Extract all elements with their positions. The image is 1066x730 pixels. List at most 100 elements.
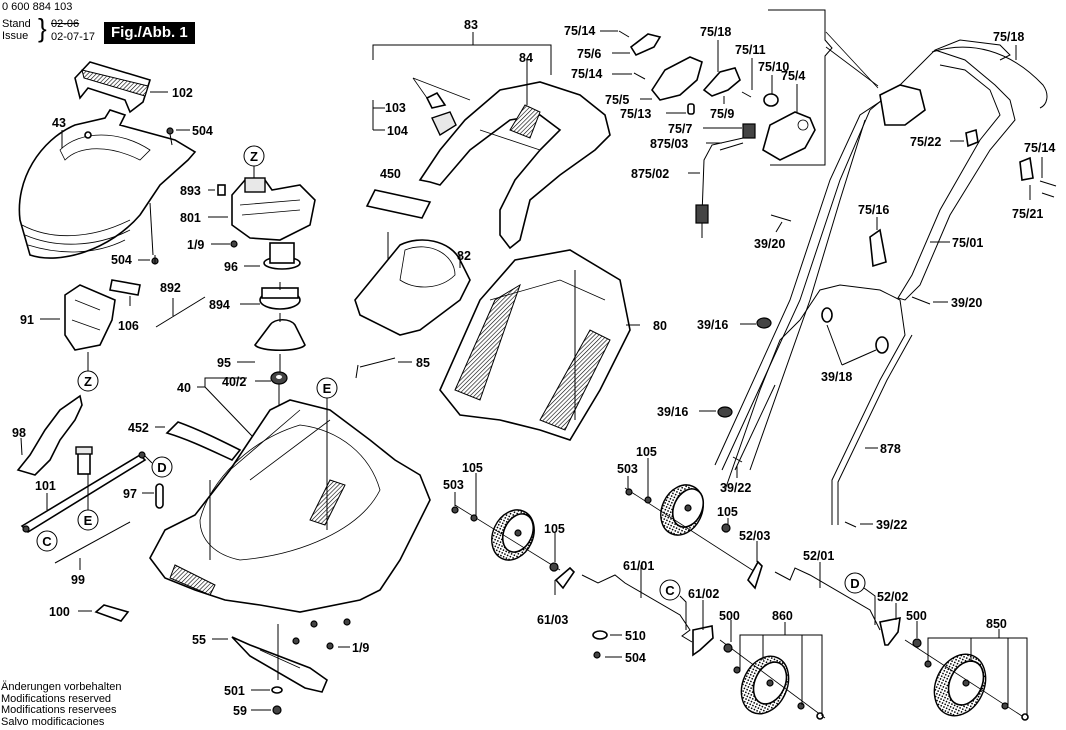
label-95: 95 xyxy=(217,356,231,370)
part-501-washer xyxy=(271,686,283,694)
marker-e-label: E xyxy=(84,513,93,528)
part-106-pad xyxy=(109,279,141,296)
superseded-date: 02-06 xyxy=(51,18,80,30)
label-875-03: 875/03 xyxy=(650,137,688,151)
marker-z-label: Z xyxy=(250,149,258,164)
part-labels: 102 43 504 893 801 1/9 504 96 892 894 91… xyxy=(12,18,1055,718)
label-893: 893 xyxy=(180,184,201,198)
part-85-lever xyxy=(355,357,396,379)
label-105: 105 xyxy=(636,445,657,459)
label-75-10: 75/10 xyxy=(758,60,789,74)
wheel-front-left xyxy=(491,509,535,561)
part-97-link xyxy=(155,483,164,509)
label-503: 503 xyxy=(617,462,638,476)
part-91-rear-flap-housing xyxy=(64,284,116,351)
label-39-18: 39/18 xyxy=(821,370,852,384)
part-101-flap-bar xyxy=(20,446,147,534)
disclaimer-spanish: Salvo modificaciones xyxy=(1,715,105,728)
part-99-spring xyxy=(54,521,131,564)
issue-label: Issue xyxy=(2,30,29,42)
screw-39-20-upper xyxy=(770,214,792,222)
label-52-03: 52/03 xyxy=(739,529,770,543)
part-894-pulley xyxy=(259,282,301,310)
reference-marker-e-deck: E xyxy=(316,377,338,399)
label-501: 501 xyxy=(224,684,245,698)
label-75-11: 75/11 xyxy=(735,43,766,57)
document-number: 0 600 884 103 xyxy=(2,1,73,13)
part-75-18-lever xyxy=(702,67,741,97)
label-105: 105 xyxy=(544,522,565,536)
reference-marker-z-left: Z xyxy=(77,370,99,392)
part-892-spring-rod xyxy=(155,296,206,328)
part-59-blade-screw xyxy=(272,705,282,715)
marker-d-label: D xyxy=(850,576,859,591)
part-75-11-spring xyxy=(741,91,752,98)
part-75-01-upper-handle xyxy=(714,39,1016,471)
part-878-lower-handle xyxy=(724,284,913,525)
part-100-label xyxy=(94,604,130,622)
label-98: 98 xyxy=(12,426,26,440)
label-99: 99 xyxy=(71,573,85,587)
label-84: 84 xyxy=(519,51,533,65)
label-75-21: 75/21 xyxy=(1012,207,1043,221)
label-75-14: 75/14 xyxy=(564,24,595,38)
part-75-10-button xyxy=(763,93,779,107)
part-75-4-handle-cover xyxy=(762,111,816,161)
screws-1-9-blade xyxy=(292,618,351,650)
wheel-850-rear-right xyxy=(933,653,987,717)
label-510: 510 xyxy=(625,629,646,643)
part-96-pulley-housing xyxy=(263,242,301,270)
label-75-22: 75/22 xyxy=(910,135,941,149)
part-61-01-axle xyxy=(581,574,693,643)
label-450: 450 xyxy=(380,167,401,181)
label-850: 850 xyxy=(986,617,1007,631)
label-860: 860 xyxy=(772,609,793,623)
reference-marker-c-right: C xyxy=(659,579,681,601)
label-75-18: 75/18 xyxy=(993,30,1024,44)
part-75-5-switch-housing xyxy=(651,56,703,101)
part-104-latch xyxy=(431,111,457,137)
label-43: 43 xyxy=(52,116,66,130)
part-95-drive-belt xyxy=(254,318,306,352)
label-61-02: 61/02 xyxy=(688,587,719,601)
knobs-39-18 xyxy=(821,307,889,354)
marker-c-label: C xyxy=(665,583,675,598)
disclaimer-footer: Änderungen vorbehalten Modifications res… xyxy=(1,681,121,728)
label-40: 40 xyxy=(177,381,191,395)
marker-z-label: Z xyxy=(84,374,92,389)
part-75-6-cover xyxy=(629,33,662,57)
label-40-2: 40/2 xyxy=(222,375,246,389)
label-878: 878 xyxy=(880,442,901,456)
label-96: 96 xyxy=(224,260,238,274)
label-75-01: 75/01 xyxy=(952,236,983,250)
part-82-catcher-top xyxy=(354,239,471,336)
label-85: 85 xyxy=(416,356,430,370)
label-101: 101 xyxy=(35,479,56,493)
label-61-01: 61/01 xyxy=(623,559,654,573)
label-892: 892 xyxy=(160,281,181,295)
label-83: 83 xyxy=(464,18,478,32)
label-75-5: 75/5 xyxy=(605,93,629,107)
marker-c-label: C xyxy=(42,534,52,549)
label-52-01: 52/01 xyxy=(803,549,834,563)
reference-marker-d-right: D xyxy=(844,572,866,594)
label-875-02: 875/02 xyxy=(631,167,669,181)
part-75-21-clamp xyxy=(1019,156,1034,181)
label-91: 91 xyxy=(20,313,34,327)
label-500: 500 xyxy=(906,609,927,623)
label-75-18: 75/18 xyxy=(700,25,731,39)
label-75-9: 75/9 xyxy=(710,107,734,121)
label-1-9: 1/9 xyxy=(352,641,369,655)
part-102-carry-handle xyxy=(74,61,152,114)
part-84-catcher-cover xyxy=(418,81,611,250)
label-504: 504 xyxy=(192,124,213,138)
disclaimer-french: Modifications reservees xyxy=(1,704,117,716)
label-100: 100 xyxy=(49,605,70,619)
label-97: 97 xyxy=(123,487,137,501)
screws-39-22 xyxy=(732,456,857,528)
part-75-13-cap xyxy=(687,103,695,115)
part-75-7-connector xyxy=(742,123,756,139)
label-80: 80 xyxy=(653,319,667,333)
part-61-02-lever xyxy=(692,625,714,657)
screw-75-14-b xyxy=(633,72,646,80)
